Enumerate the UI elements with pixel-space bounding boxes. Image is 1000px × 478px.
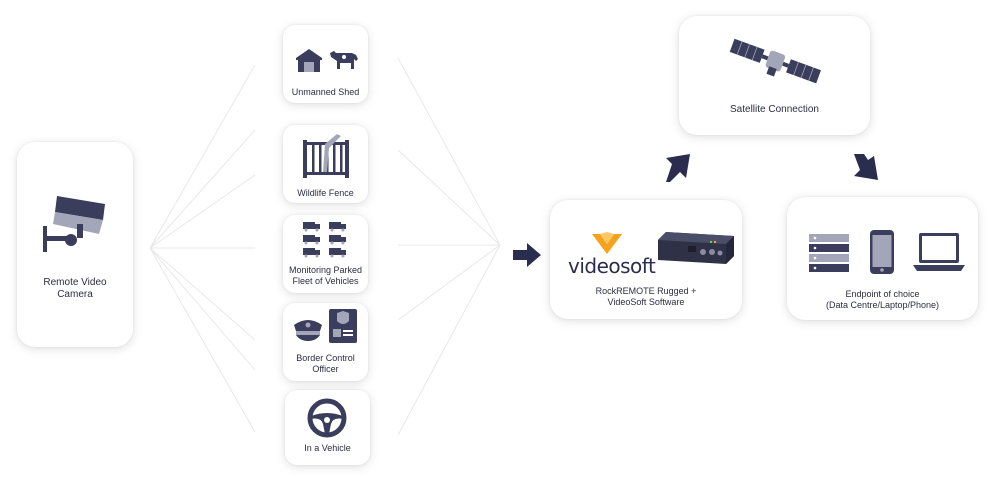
cctv-camera-icon — [43, 196, 105, 252]
server-icon — [809, 234, 849, 272]
router-device-icon — [658, 232, 734, 264]
rockremote-videosoft-card: videosoft RockREMOTE Rugged + VideoSoft … — [550, 200, 742, 319]
border-label-line2: Officer — [312, 364, 339, 374]
arrow-icon — [513, 243, 541, 267]
camera-label-line1: Remote Video — [43, 277, 107, 288]
arrow-icon — [854, 154, 878, 180]
rockremote-label-line2: VideoSoft Software — [607, 297, 685, 307]
rockremote-label-line1: RockREMOTE Rugged + — [595, 286, 697, 296]
fence-icon — [303, 134, 349, 178]
endpoint-label-line2: (Data Centre/Laptop/Phone) — [825, 300, 940, 310]
laptop-icon — [913, 233, 965, 271]
unmanned-shed-card: Unmanned Shed — [283, 25, 368, 103]
satellite-label: Satellite Connection — [730, 104, 819, 115]
fleet-label-line2: Fleet of Vehicles — [292, 276, 359, 286]
fleet-label-line1: Monitoring Parked — [288, 265, 363, 275]
steering-wheel-icon — [307, 398, 347, 438]
shed-label: Unmanned Shed — [291, 87, 360, 97]
vehicle-label: In a Vehicle — [304, 443, 351, 453]
satellite-icon — [729, 38, 821, 84]
police-cap-icon — [294, 320, 322, 341]
endpoint-card: Endpoint of choice (Data Centre/Laptop/P… — [787, 197, 978, 320]
in-a-vehicle-card: In a Vehicle — [285, 390, 370, 465]
border-label-line1: Border Control — [296, 353, 355, 363]
videosoft-logo-icon — [592, 232, 622, 254]
trucks-icon — [303, 222, 346, 258]
videosoft-brand-text: videosoft — [568, 254, 656, 278]
parked-fleet-card: Monitoring Parked Fleet of Vehicles — [283, 215, 368, 293]
cow-icon — [330, 51, 358, 69]
fence-label: Wildlife Fence — [297, 188, 354, 198]
id-badge-icon — [329, 309, 357, 343]
satellite-connection-card: Satellite Connection — [679, 16, 870, 135]
shed-icon — [296, 49, 322, 72]
wildlife-fence-card: Wildlife Fence — [283, 125, 368, 203]
arrow-icon — [666, 154, 690, 182]
border-control-card: Border Control Officer — [283, 303, 368, 381]
camera-label-line2: Camera — [57, 289, 93, 300]
phone-icon — [870, 230, 894, 274]
remote-video-camera-card: Remote Video Camera — [17, 142, 133, 347]
endpoint-label-line1: Endpoint of choice — [845, 289, 920, 299]
